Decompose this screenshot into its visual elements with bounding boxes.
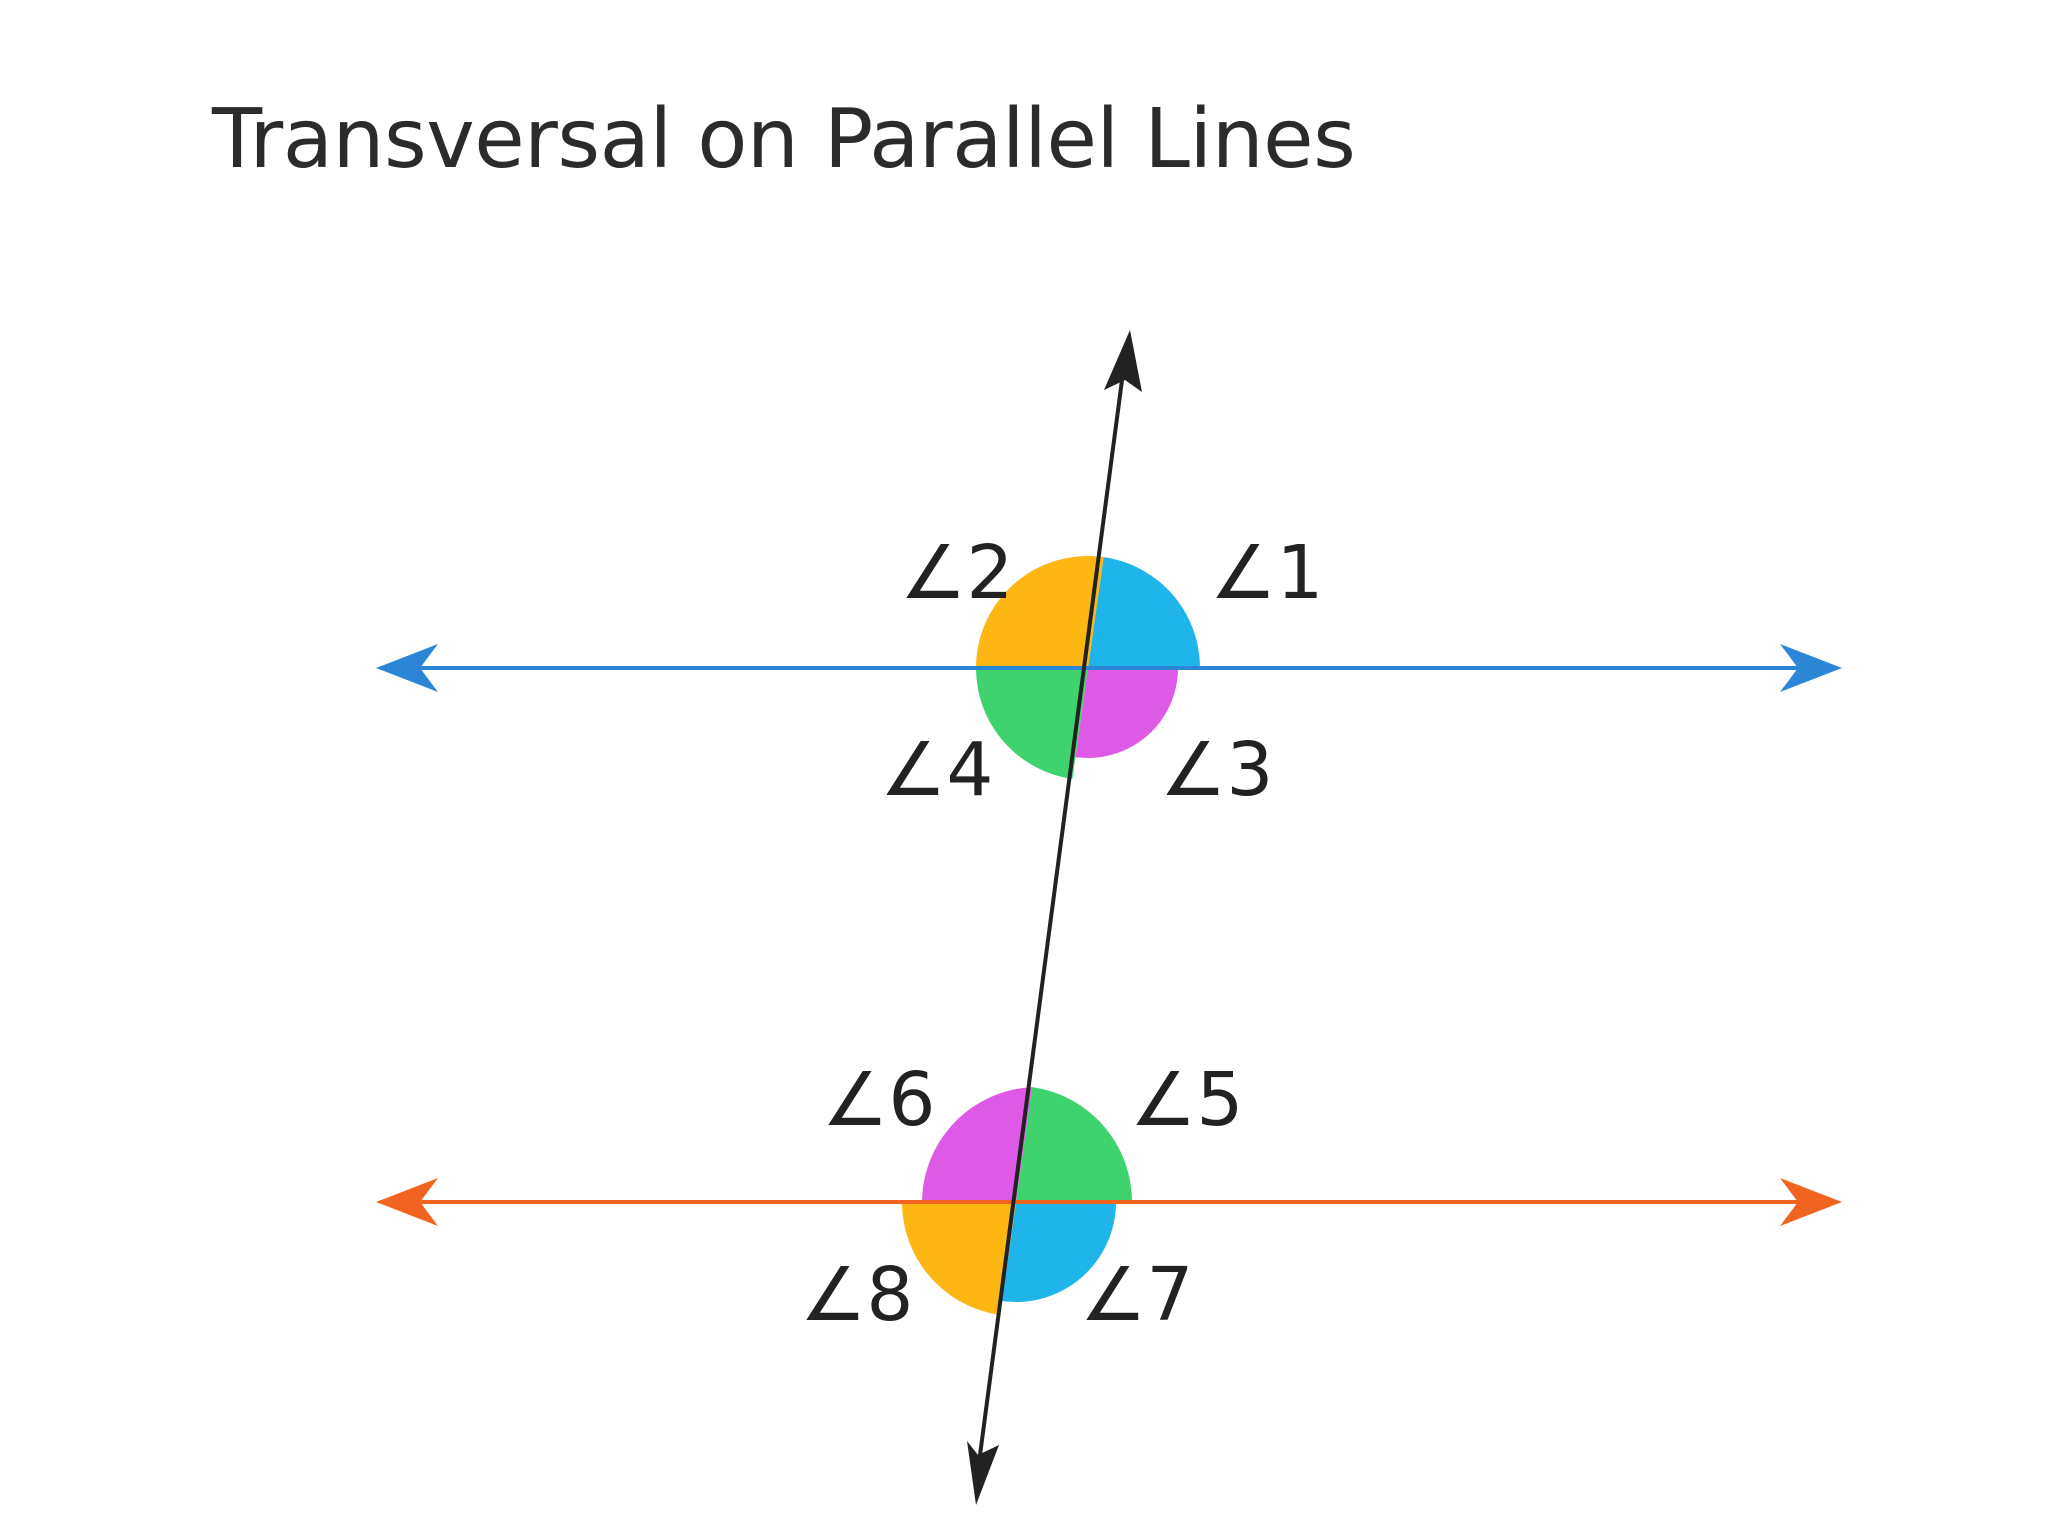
upper-intersection-sectors bbox=[976, 556, 1200, 779]
top-line-right-arrowhead bbox=[1780, 644, 1842, 692]
angle-8-sector bbox=[902, 1202, 1016, 1315]
diagram-title: Transversal on Parallel Lines bbox=[212, 92, 1356, 187]
angle-7-sector bbox=[1002, 1202, 1116, 1302]
angle-3-sector bbox=[1075, 668, 1178, 758]
top-parallel-line bbox=[376, 644, 1842, 692]
angle-labels: ∠1 ∠2 ∠3 ∠4 ∠5 ∠6 ∠7 ∠8 bbox=[800, 530, 1323, 1338]
angle-1-label: ∠1 bbox=[1210, 530, 1323, 616]
angle-8-label: ∠8 bbox=[800, 1252, 913, 1338]
angle-2-sector bbox=[976, 556, 1104, 668]
top-line-left-arrowhead bbox=[376, 644, 438, 692]
angle-5-sector bbox=[1016, 1087, 1132, 1202]
transversal-top-arrowhead bbox=[1104, 330, 1142, 392]
angle-6-sector bbox=[922, 1087, 1033, 1202]
angle-3-label: ∠3 bbox=[1160, 727, 1273, 813]
lower-intersection-sectors bbox=[902, 1087, 1132, 1315]
transversal-line bbox=[967, 330, 1142, 1505]
angle-5-label: ∠5 bbox=[1130, 1057, 1243, 1143]
angle-4-label: ∠4 bbox=[880, 727, 993, 813]
bottom-parallel-line bbox=[376, 1178, 1842, 1226]
angle-2-label: ∠2 bbox=[900, 530, 1013, 616]
angle-4-sector bbox=[976, 668, 1088, 779]
angle-7-label: ∠7 bbox=[1080, 1252, 1193, 1338]
angle-1-sector bbox=[1088, 557, 1200, 668]
bottom-line-left-arrowhead bbox=[376, 1178, 438, 1226]
bottom-line-right-arrowhead bbox=[1780, 1178, 1842, 1226]
transversal-bottom-arrowhead bbox=[967, 1441, 999, 1505]
angle-6-label: ∠6 bbox=[822, 1057, 935, 1143]
